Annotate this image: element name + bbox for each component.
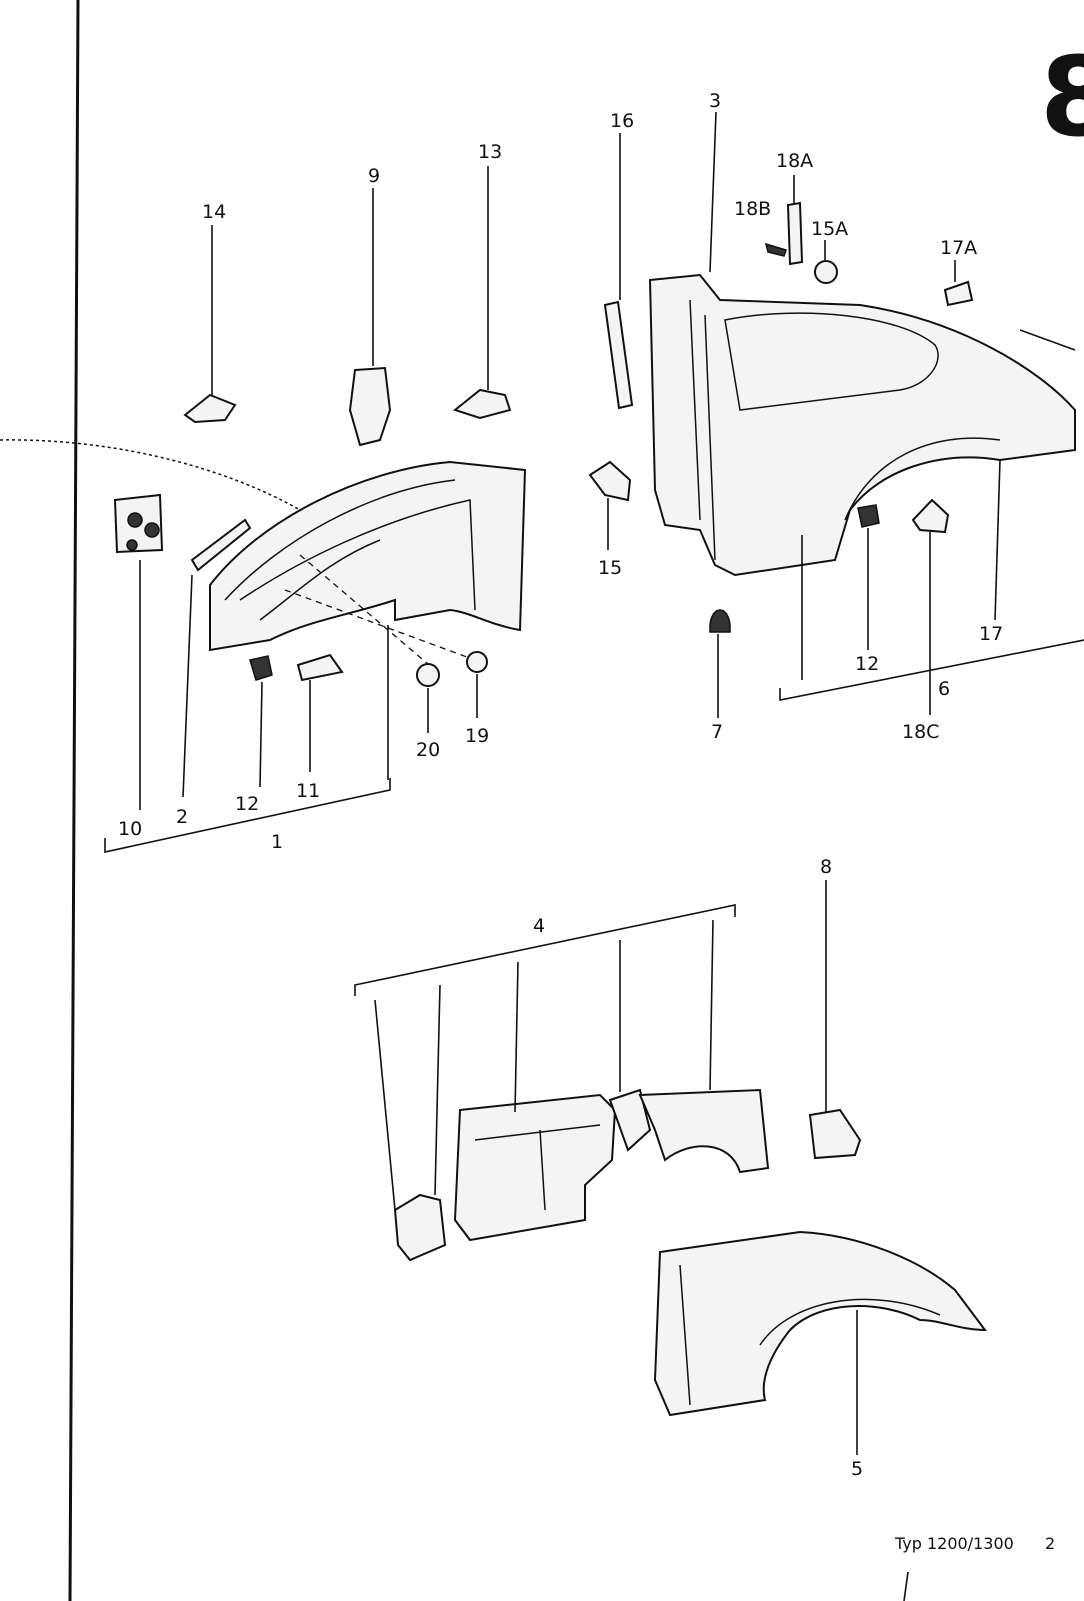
callout-9: 9 [368, 165, 380, 187]
rod-part-18A [786, 201, 804, 266]
callout-13: 13 [478, 141, 502, 163]
callout-15: 15 [598, 557, 622, 579]
seal-strip [0, 439, 471, 586]
bracket-part-10 [113, 493, 164, 554]
footer-page-ref: 2 [1045, 1534, 1055, 1553]
clip-part-12-right [857, 504, 880, 528]
callout-1: 1 [271, 831, 283, 853]
callout-3: 3 [709, 90, 721, 112]
bracket-part-18C [911, 498, 950, 534]
callout-15A: 15A [811, 218, 848, 240]
front-fender-part [209, 460, 527, 652]
clip-part-11 [296, 653, 344, 682]
callout-12-left: 12 [235, 793, 259, 815]
bump-stop-part-7 [709, 609, 731, 633]
seal-strip-part-16 [603, 300, 634, 410]
page-number: 8 [1040, 33, 1084, 161]
fender-dashed-lines [284, 554, 476, 671]
trim-strip-part-2 [190, 518, 252, 572]
clip-part-12-left [249, 655, 273, 681]
callout-18C: 18C [902, 721, 939, 743]
callout-18A: 18A [776, 150, 813, 172]
leader-lines [104, 111, 1084, 1455]
screw-part-18B [764, 242, 787, 257]
callout-4: 4 [533, 915, 545, 937]
callout-6: 6 [938, 678, 950, 700]
callout-16: 16 [610, 110, 634, 132]
clip-part-14 [183, 393, 237, 424]
inner-panel-group-4 [393, 1088, 770, 1262]
callout-18B: 18B [734, 198, 771, 220]
bracket-part-15 [588, 460, 632, 502]
margin-line [68, 0, 80, 1601]
callout-17: 17 [979, 623, 1003, 645]
callout-8: 8 [820, 856, 832, 878]
footer-model: Typ 1200/1300 [894, 1534, 1014, 1553]
callout-14: 14 [202, 201, 226, 223]
callout-7: 7 [711, 721, 723, 743]
clip-part-17A [943, 280, 974, 307]
clip-part-13 [452, 388, 512, 420]
callout-12-right: 12 [855, 653, 879, 675]
callout-10: 10 [118, 818, 142, 840]
callout-19: 19 [465, 725, 489, 747]
callout-20: 20 [416, 739, 440, 761]
rear-wheelhouse-part-5 [653, 1230, 988, 1417]
bracket-part-9 [348, 366, 392, 447]
callout-11: 11 [296, 780, 320, 802]
callout-2: 2 [176, 806, 188, 828]
plug-part-15A [814, 260, 838, 284]
bracket-part-8 [808, 1108, 862, 1160]
callout-17A: 17A [940, 237, 977, 259]
footer-mark [903, 1571, 909, 1601]
grommet-part-20 [416, 663, 440, 687]
rear-quarter-panel-part [648, 273, 1076, 577]
grommet-part-19 [466, 651, 488, 673]
callout-labels: 1 2 3 4 5 6 7 8 9 10 11 12 12 13 14 15 1… [118, 90, 1003, 1480]
callout-5: 5 [851, 1458, 863, 1480]
